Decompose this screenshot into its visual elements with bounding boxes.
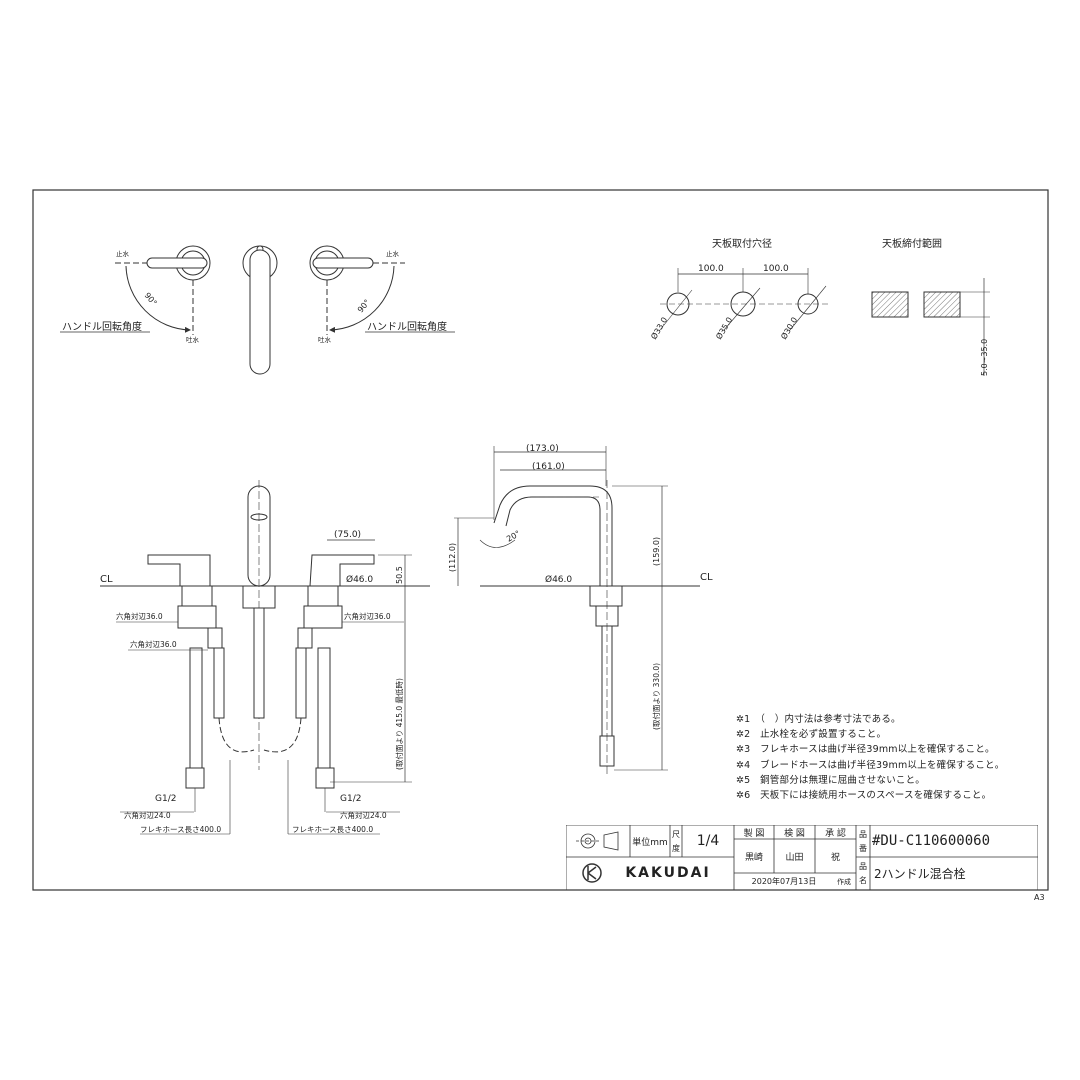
hose-right: フレキホース長さ400.0 (292, 825, 373, 834)
part-no-label-1: 品 (859, 829, 867, 839)
part-number: #DU-C110600060 (872, 833, 991, 849)
kakudai-logo-icon (582, 863, 602, 883)
name-approved: 祝 (830, 852, 840, 863)
total-height: (159.0) (652, 537, 661, 566)
height-top: 50.5 (395, 566, 404, 584)
sheet-size: A3 (1034, 893, 1045, 902)
unit-label: 単位mm (632, 837, 668, 848)
note-6: ✲6 天板下には接続用ホースのスペースを確保すること。 (736, 790, 992, 802)
angle-right: 90° (356, 298, 372, 315)
side-spout-outer (493, 485, 613, 586)
hole-dia-right: Ø30.0 (779, 315, 800, 341)
hex-lower-left: 六角対辺24.0 (124, 810, 171, 820)
side-base-dia: Ø46.0 (545, 574, 572, 585)
thread-right: G1/2 (340, 794, 361, 804)
projection-symbol (576, 831, 619, 851)
scale-value: 1/4 (696, 833, 720, 849)
side-depth: (取付面より 330.0) (651, 663, 661, 730)
name-checked: 山田 (785, 852, 804, 863)
mount-holes-view (659, 268, 830, 331)
hex-upper-right: 六角対辺36.0 (344, 611, 391, 621)
angle-left: 90° (143, 291, 159, 308)
open-label-right: 吐水 (318, 335, 332, 344)
side-cl: CL (700, 572, 713, 583)
front-view (100, 480, 430, 835)
scale-label-1: 尺 (672, 829, 680, 839)
product-label-1: 品 (859, 861, 867, 871)
front-depth: (取付面より 415.0 最低時) (394, 678, 404, 770)
note-2: ✲2 止水栓を必ず設置すること。 (736, 729, 887, 741)
hex-mid-left: 六角対辺36.0 (130, 639, 177, 649)
product-label-2: 名 (859, 875, 867, 885)
part-no-label-2: 番 (859, 843, 867, 853)
sheet-border (32, 189, 1049, 891)
stop-label-left: 止水 (116, 249, 130, 258)
open-label-left: 吐水 (186, 335, 200, 344)
hole-dia-left: Ø33.0 (649, 315, 670, 341)
hole-spacing-right: 100.0 (763, 264, 789, 274)
name-drawn: 黒崎 (744, 852, 763, 863)
hex-upper-left: 六角対辺36.0 (116, 611, 163, 621)
stop-label-right: 止水 (386, 249, 400, 258)
created-date: 2020年07月13日 (751, 877, 817, 886)
notes-list: ✲1 （ ）内寸法は参考寸法である。 ✲2 止水栓を必ず設置すること。 ✲3 フ… (736, 712, 1036, 803)
created-label: 作成 (837, 877, 851, 886)
deck-hatch-right (923, 291, 961, 318)
role-checked: 検 図 (784, 828, 805, 839)
thread-left: G1/2 (155, 794, 176, 804)
hole-spacing-left: 100.0 (698, 264, 724, 274)
brand-name: KAKUDAI (625, 865, 711, 881)
deck-range-value: 5.0~35.0 (980, 339, 989, 376)
side-view (454, 446, 700, 775)
handle-offset: (75.0) (334, 530, 361, 540)
note-5: ✲5 銅管部分は無理に屈曲させないこと。 (736, 774, 926, 786)
spout-top (249, 249, 271, 375)
mount-holes-title: 天板取付穴径 (712, 237, 772, 250)
title-block-grid (566, 825, 1038, 890)
note-3: ✲3 フレキホースは曲げ半径39mm以上を確保すること。 (736, 744, 995, 756)
deck-range-title: 天板締付範囲 (882, 237, 942, 250)
reach-inner: (161.0) (532, 462, 565, 472)
reach-outer: (173.0) (526, 444, 559, 454)
rotation-label-left: ハンドル回転角度 (62, 320, 142, 333)
deck-hatch-left (871, 291, 909, 318)
front-left-handle (147, 554, 211, 587)
top-view (60, 245, 455, 375)
side-spout-inner (505, 496, 601, 586)
deck-range-view (871, 278, 990, 376)
front-base-dia: Ø46.0 (346, 574, 373, 585)
note-1: ✲1 （ ）内寸法は参考寸法である。 (736, 714, 901, 725)
role-approved: 承 認 (825, 828, 846, 839)
title-block: 単位mm 尺 度 1/4 KAKUDAI 製 図 検 図 承 認 黒崎 山田 祝… (566, 825, 1038, 890)
product-name: 2ハンドル混合栓 (874, 866, 966, 881)
left-handle-lever (146, 257, 208, 269)
role-drawn: 製 図 (743, 828, 765, 839)
hole-dia-center: Ø35.0 (714, 315, 735, 341)
hose-left: フレキホース長さ400.0 (140, 825, 221, 834)
scale-label-2: 度 (672, 843, 680, 853)
rotation-label-right: ハンドル回転角度 (367, 320, 447, 333)
front-cl: CL (100, 574, 113, 585)
hex-lower-right: 六角対辺24.0 (340, 810, 387, 820)
spout-height: (112.0) (448, 543, 457, 572)
right-handle-lever (312, 257, 374, 269)
note-4: ✲4 ブレードホースは曲げ半径39mm以上を確保すること。 (736, 759, 1005, 771)
